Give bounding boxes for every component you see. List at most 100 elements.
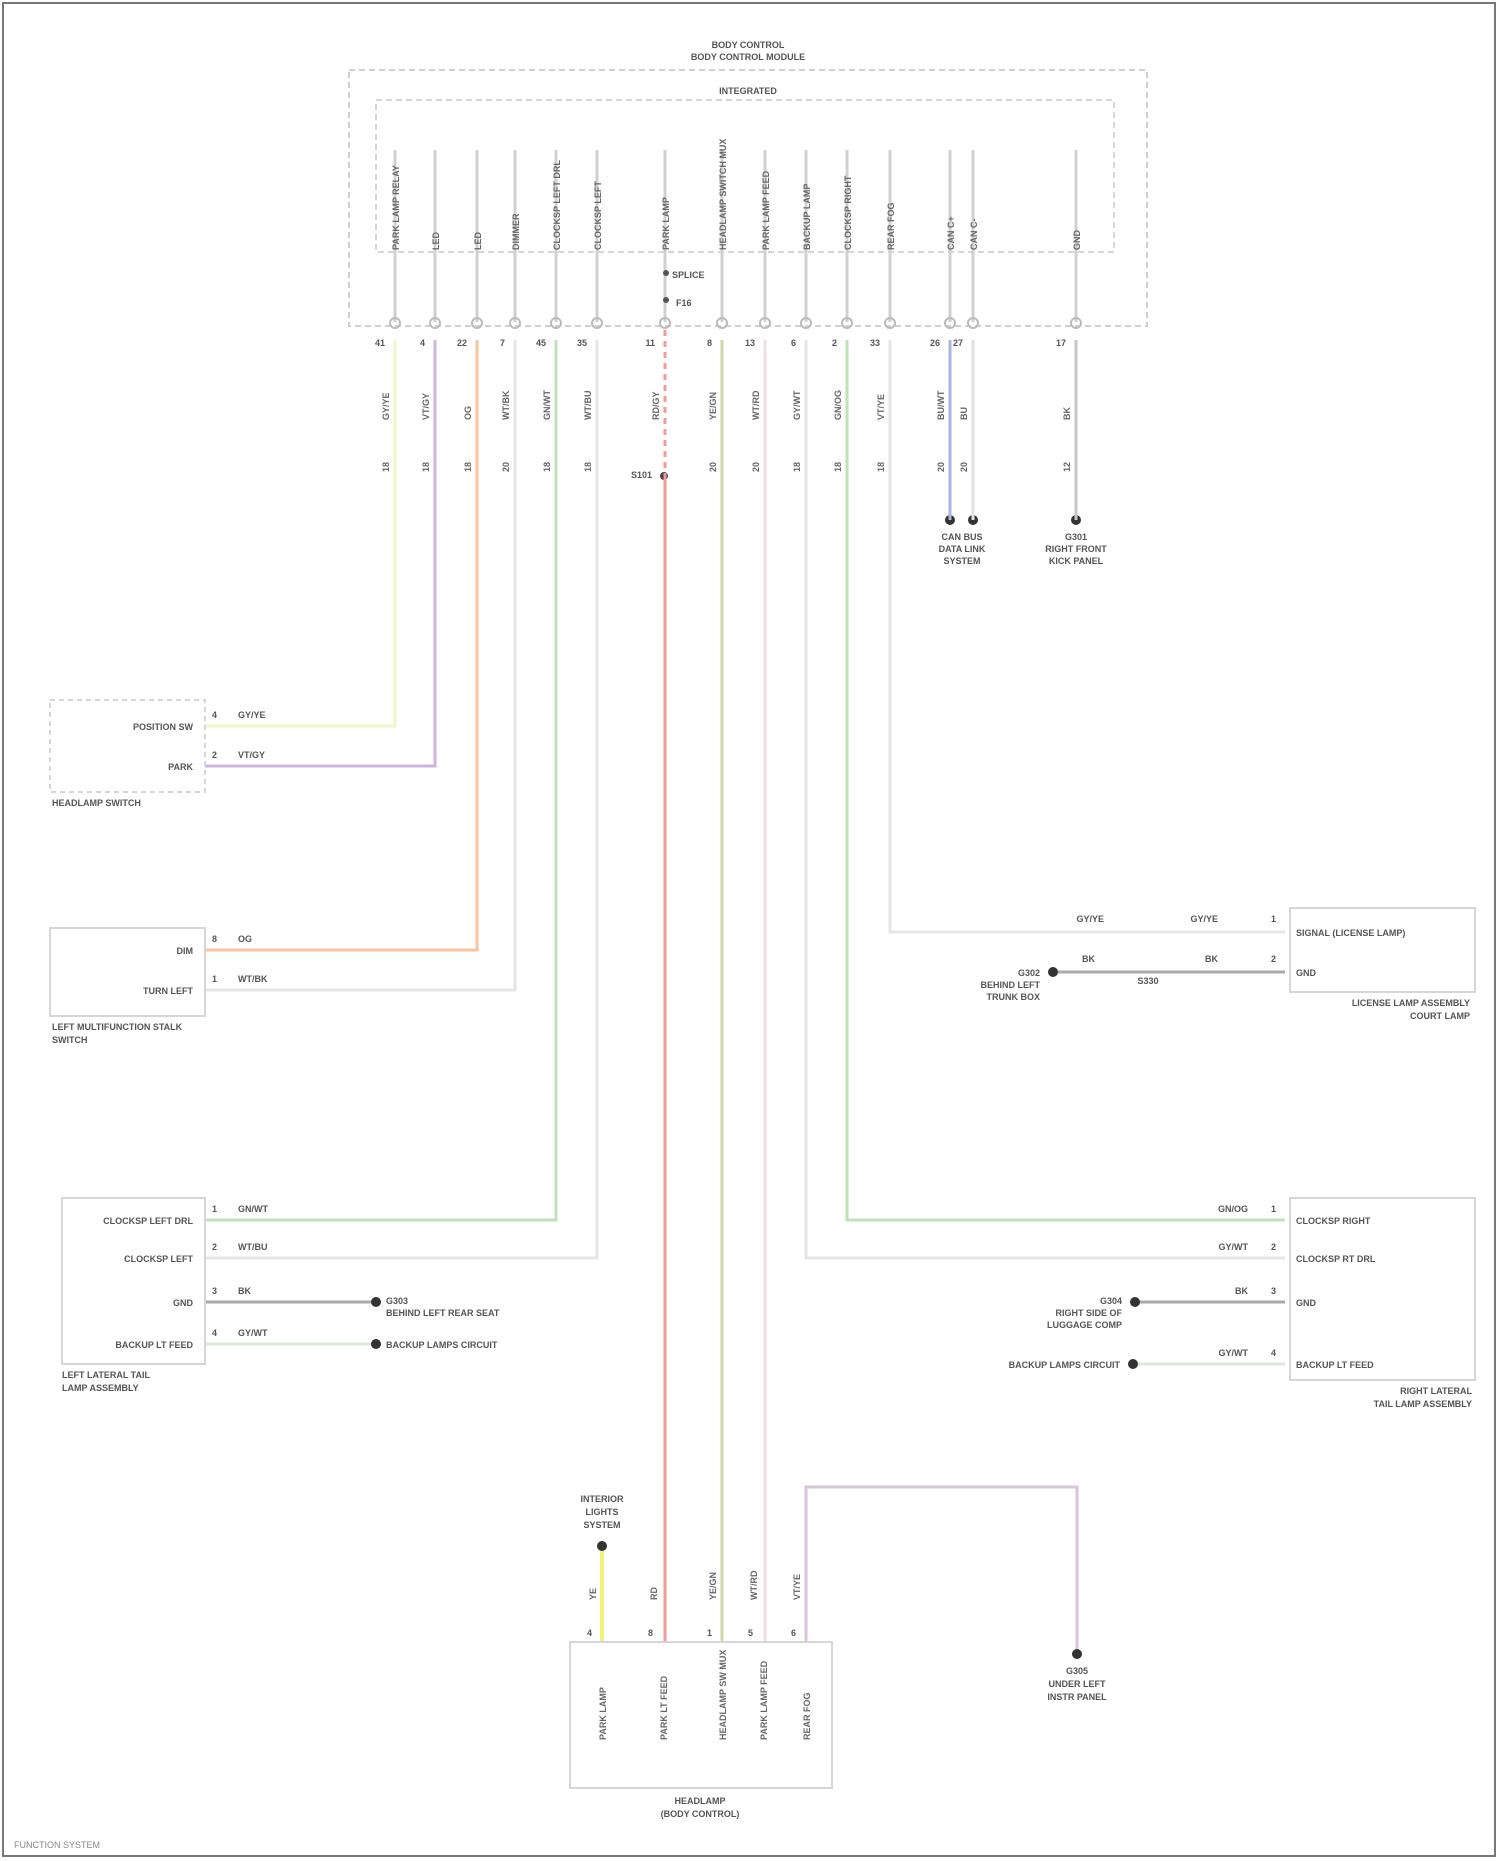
ls-pin-num-1: 1	[212, 974, 217, 984]
bcm-pin-number: 33	[870, 338, 880, 348]
left-stalk-title-1: LEFT MULTIFUNCTION STALK	[52, 1022, 183, 1032]
bcm-pin-label: CLOCKSP LEFT DRL	[552, 160, 562, 250]
rt-ground-2: RIGHT SIDE OF	[1055, 1308, 1122, 1318]
ground-g301-1: G301	[1065, 532, 1087, 542]
wire-gy-ye	[205, 340, 397, 728]
hc-pin-label: HEADLAMP SW MUX	[718, 1650, 728, 1740]
wire-og	[205, 340, 479, 952]
lt-backup-ref: BACKUP LAMPS CIRCUIT	[386, 1340, 498, 1350]
bcm-wire-color: VT/GY	[421, 393, 431, 420]
hc-wire-color: YE/GN	[708, 1572, 718, 1600]
wire-vt-ye-rear-fog	[804, 1485, 1079, 1654]
bcm-pin-number: 22	[457, 338, 467, 348]
hc-wire-color: WT/RD	[749, 1570, 759, 1600]
left-tail-title-1: LEFT LATERAL TAIL	[62, 1370, 150, 1380]
tail-pin-number: 1	[212, 1204, 217, 1214]
ll-wire-r-0: GY/YE	[1190, 914, 1218, 924]
bcm-outer-box	[348, 69, 1148, 327]
bcm-wire-color: BU/WT	[936, 390, 946, 420]
tail-pin-number: 2	[212, 1242, 217, 1252]
rear-fog-ref-3: INSTR PANEL	[1047, 1692, 1107, 1702]
bcm-pin-label: CAN C+	[946, 216, 956, 250]
bcm-wire-gauge: 18	[421, 462, 431, 472]
hc-pin-label: PARK LAMP FEED	[759, 1660, 769, 1740]
tail-pin-label: CLOCKSP RT DRL	[1296, 1254, 1376, 1264]
ls-pin-label-1: TURN LEFT	[143, 986, 193, 996]
bcm-pin-number: 26	[930, 338, 940, 348]
headlamp-control-box	[569, 1641, 833, 1789]
hs-pin-label-1: PARK	[168, 762, 193, 772]
bcm-wire-color: WT/RD	[751, 390, 761, 420]
lt-ground-2: BEHIND LEFT REAR SEAT	[386, 1308, 500, 1318]
bcm-pin-connector	[429, 317, 441, 329]
bcm-wire-color: GY/YE	[381, 392, 391, 420]
interior-lights-1: INTERIOR	[580, 1494, 624, 1504]
hs-wire-0: GY/YE	[238, 710, 266, 720]
hc-wire-color: YE	[588, 1588, 598, 1600]
wire-gn-wt	[205, 340, 558, 1222]
ground-g305-dot	[1072, 1649, 1082, 1659]
bcm-title-2: BODY CONTROL MODULE	[691, 52, 805, 62]
bcm-pin-number: 13	[745, 338, 755, 348]
bcm-wire-color: BU	[959, 407, 969, 420]
tail-wire-color: GN/OG	[1218, 1204, 1248, 1214]
bcm-pin-number: 7	[500, 338, 505, 348]
ll-ground-3: TRUNK BOX	[987, 992, 1041, 1002]
bcm-pins: PARK LAMP RELAY41GY/YE18LED4VT/GY18LED22…	[375, 139, 1082, 472]
bcm-pin-label: HEADLAMP SWITCH MUX	[718, 139, 728, 250]
bcm-wire-gauge: 18	[833, 462, 843, 472]
right-tail-title-1: RIGHT LATERAL	[1400, 1386, 1472, 1396]
ll-pin-num-0: 1	[1271, 914, 1276, 924]
ll-ground-2: BEHIND LEFT	[981, 980, 1041, 990]
bcm-inner-title: INTEGRATED	[719, 86, 777, 96]
ls-pin-num-0: 8	[212, 934, 217, 944]
fuse-dot	[663, 297, 669, 303]
ll-pin-label-1: GND	[1296, 968, 1317, 978]
ll-pin-num-1: 2	[1271, 954, 1276, 964]
ll-wire-l-1: BK	[1082, 954, 1095, 964]
left-tail-pins: CLOCKSP LEFT DRL 1 GN/WT CLOCKSP LEFT 2 WT/BU…	[103, 1204, 268, 1350]
tail-pin-number: 3	[1271, 1286, 1276, 1296]
bcm-pin-connector	[389, 317, 401, 329]
hc-pin-label: PARK LAMP	[598, 1687, 608, 1740]
bcm-wire-gauge: 18	[792, 462, 802, 472]
lt-ground-1: G303	[386, 1296, 408, 1306]
left-stalk-title-2: SWITCH	[52, 1035, 88, 1045]
ll-wire-l-0: GY/YE	[1076, 914, 1104, 924]
bcm-pin-connector	[884, 317, 896, 329]
hc-pin-label: PARK LT FEED	[659, 1675, 669, 1740]
bcm-wire-gauge: 20	[959, 462, 969, 472]
interior-lights-dot	[597, 1541, 607, 1551]
wire-vt-ye	[888, 340, 1285, 934]
bcm-pin-label: CLOCKSP LEFT	[593, 181, 603, 250]
tail-pin-number: 1	[1271, 1204, 1276, 1214]
bcm-pin-connector	[591, 317, 603, 329]
bcm-pin-label: PARK LAMP RELAY	[391, 165, 401, 250]
footer-text: FUNCTION SYSTEM	[14, 1840, 100, 1850]
hc-pin-label: REAR FOG	[802, 1692, 812, 1740]
tail-pin-label: CLOCKSP LEFT DRL	[103, 1216, 193, 1226]
bcm-pin-number: 6	[791, 338, 796, 348]
bcm-pin-connector	[944, 317, 956, 329]
hc-pin-number: 8	[648, 1628, 653, 1638]
left-tail-title-2: LAMP ASSEMBLY	[62, 1383, 139, 1393]
right-tail-box	[1289, 1197, 1476, 1381]
tail-wire-color: GN/WT	[238, 1204, 268, 1214]
bcm-wire-color: YE/GN	[708, 392, 718, 420]
tail-pin-label: CLOCKSP RIGHT	[1296, 1216, 1371, 1226]
hs-pin-num-0: 4	[212, 710, 217, 720]
hc-pin-number: 5	[748, 1628, 753, 1638]
tail-pin-label: BACKUP LT FEED	[1296, 1360, 1374, 1370]
tail-wire-color: GY/WT	[238, 1328, 268, 1338]
rt-ground-3: LUGGAGE COMP	[1047, 1320, 1122, 1330]
tail-wire-color: WT/BU	[238, 1242, 268, 1252]
interior-lights-2: LIGHTS	[586, 1507, 619, 1517]
license-lamp-title-1: LICENSE LAMP ASSEMBLY	[1352, 998, 1470, 1008]
bcm-wire-color: GY/WT	[792, 390, 802, 420]
can-bus-label-2: DATA LINK	[939, 544, 986, 554]
tail-pin-label: CLOCKSP LEFT	[124, 1254, 193, 1264]
ll-ground-1: G302	[1018, 968, 1040, 978]
ls-wire-1: WT/BK	[238, 974, 268, 984]
